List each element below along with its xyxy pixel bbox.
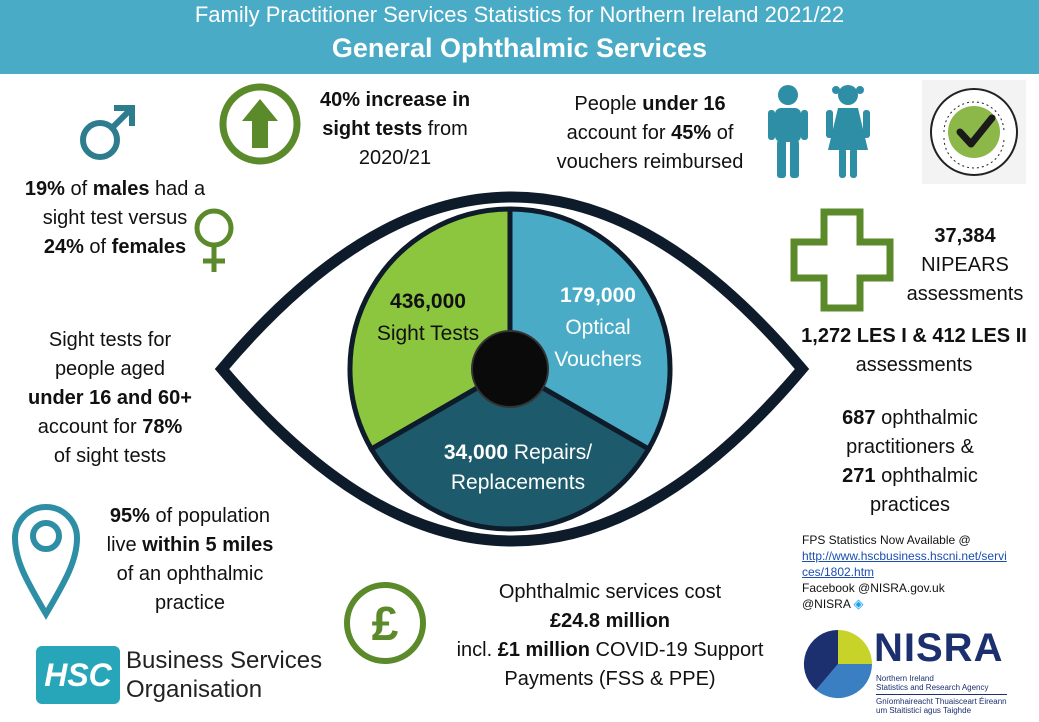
pie-sight-value: 436,000 [390, 290, 466, 313]
increase-stat: 40% increase in sight tests from 2020/21 [319, 89, 471, 169]
header-subtitle: Family Practitioner Services Statistics … [194, 2, 845, 27]
population-stat: 95% of population live within 5 miles of… [106, 505, 274, 614]
female-symbol-icon [194, 208, 234, 272]
nisra-logo-mark [803, 629, 873, 699]
nisra-subtitle: Northern Ireland Statistics and Research… [876, 674, 1007, 715]
cross-icon [790, 208, 894, 312]
pie-slice-optical-vouchers [507, 206, 673, 453]
eye-outline [214, 191, 810, 547]
hsc-logo: HSC [36, 646, 120, 704]
twitter-handle[interactable]: @NISRA ◈ [802, 596, 864, 611]
pie-repair-label2: Replacements [451, 471, 585, 494]
pound-icon: £ [344, 582, 426, 664]
pie-slice-sight-tests [347, 206, 513, 453]
pie-voucher-label2: Vouchers [554, 348, 642, 371]
pie-repair-line1: 34,000 Repairs/ [444, 441, 592, 464]
cost-stat: Ophthalmic services cost £24.8 million i… [456, 581, 764, 690]
header-title: General Ophthalmic Services [331, 33, 708, 63]
practitioners-stat: 687 ophthalmic practitioners & 271 ophth… [842, 407, 978, 516]
les-stat: 1,272 LES I & 412 LES II assessments [801, 325, 1027, 376]
bso-name: Business Services Organisation [126, 647, 323, 703]
fps-info: FPS Statistics Now Available @ http://ww… [802, 532, 1037, 612]
pie-voucher-value: 179,000 [560, 284, 636, 307]
pie-repair-value: 34,000 [444, 441, 508, 464]
pie-slice-repairs [367, 366, 653, 532]
national-statistics-logo [922, 80, 1026, 184]
pie-voucher-label1: Optical [565, 316, 630, 339]
aged-stat: Sight tests for people aged under 16 and… [28, 329, 192, 467]
children-icon [768, 85, 870, 178]
location-pin-icon [11, 504, 81, 620]
nipears-stat: 37,384 NIPEARS assessments [906, 225, 1024, 305]
pie-sight-label: Sight Tests [377, 322, 479, 345]
facebook-handle[interactable]: Facebook @NISRA.gov.uk [802, 581, 945, 595]
increase-arrow-icon [219, 83, 301, 165]
svg-text:£: £ [372, 598, 399, 651]
twitter-bird-icon: ◈ [853, 596, 864, 611]
fps-available-text: FPS Statistics Now Available @ [802, 533, 971, 547]
header-banner: Family Practitioner Services Statistics … [0, 0, 1039, 74]
under16-stat: People under 16 account for 45% of vouch… [556, 93, 744, 173]
eye-pupil [471, 330, 549, 408]
males-stat: 19% of males had a sight test versus 24%… [24, 178, 206, 258]
pie-repair-label1: Repairs/ [508, 441, 592, 464]
nisra-wordmark: NISRA [874, 626, 1004, 670]
male-symbol-icon [80, 105, 135, 160]
